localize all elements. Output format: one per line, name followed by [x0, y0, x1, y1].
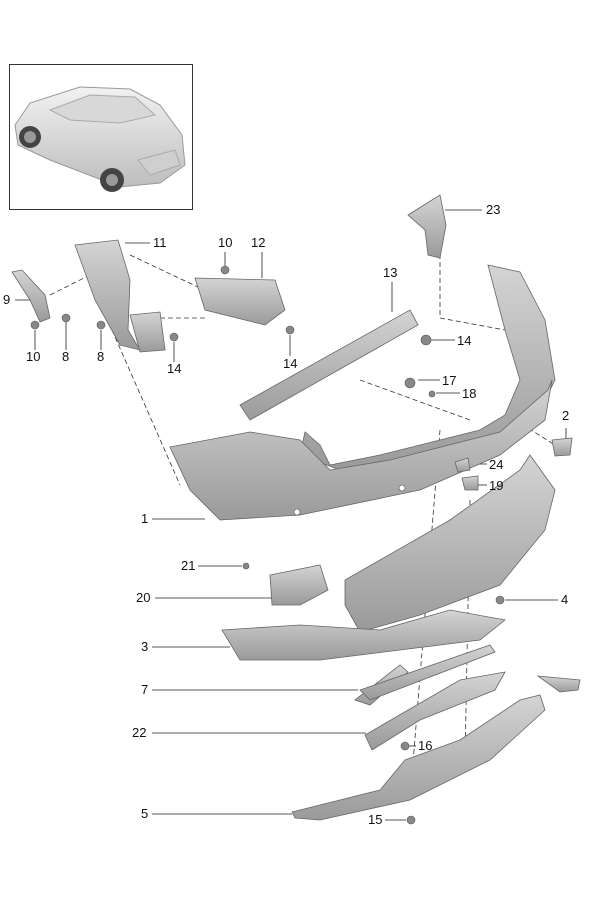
callout-22[interactable]: 22 — [132, 725, 147, 740]
callout-10[interactable]: 10 — [218, 235, 233, 250]
callout-4[interactable]: 4 — [561, 592, 569, 607]
part-3 — [221, 609, 506, 661]
callout-9[interactable]: 9 — [3, 292, 11, 307]
callout-11[interactable]: 11 — [153, 235, 167, 250]
callout-20[interactable]: 20 — [136, 590, 151, 605]
callout-10[interactable]: 10 — [26, 349, 41, 364]
callout-21[interactable]: 21 — [181, 558, 196, 573]
callout-14[interactable]: 14 — [167, 361, 182, 376]
callout-12[interactable]: 12 — [251, 235, 266, 250]
part-13 — [239, 309, 419, 421]
callout-17[interactable]: 17 — [442, 373, 457, 388]
part-2 — [551, 437, 573, 457]
callout-8[interactable]: 8 — [62, 349, 70, 364]
car-illustration — [14, 86, 186, 192]
callout-24[interactable]: 24 — [489, 457, 504, 472]
part-11 — [74, 239, 141, 351]
callout-23[interactable]: 23 — [486, 202, 501, 217]
callout-1[interactable]: 1 — [141, 511, 149, 526]
part-5-trim — [536, 675, 581, 693]
part-3-carrier — [344, 454, 556, 633]
callout-3[interactable]: 3 — [141, 639, 149, 654]
callout-15[interactable]: 15 — [368, 812, 383, 827]
part-1-bumper-cover — [169, 379, 553, 521]
callout-5[interactable]: 5 — [141, 806, 149, 821]
callout-18[interactable]: 18 — [462, 386, 477, 401]
callout-8[interactable]: 8 — [97, 349, 105, 364]
leader-lines — [15, 209, 567, 821]
fasteners — [30, 265, 505, 825]
callout-13[interactable]: 13 — [383, 265, 398, 280]
vehicle-thumbnail[interactable] — [9, 64, 193, 210]
part-19 — [461, 475, 479, 491]
parts — [11, 194, 581, 821]
part-24 — [454, 457, 471, 473]
callout-19[interactable]: 19 — [489, 478, 504, 493]
part-12 — [194, 277, 286, 326]
part-7 — [359, 644, 496, 701]
part-9 — [11, 269, 51, 323]
part-11-plate — [129, 311, 166, 353]
callout-16[interactable]: 16 — [418, 738, 433, 753]
part-5 — [291, 694, 546, 821]
callout-14[interactable]: 14 — [283, 356, 298, 371]
callout-2[interactable]: 2 — [562, 408, 570, 423]
callout-14[interactable]: 14 — [457, 333, 472, 348]
part-20 — [269, 564, 329, 606]
callout-7[interactable]: 7 — [141, 682, 149, 697]
part-22 — [364, 671, 506, 751]
part-23 — [407, 194, 447, 259]
